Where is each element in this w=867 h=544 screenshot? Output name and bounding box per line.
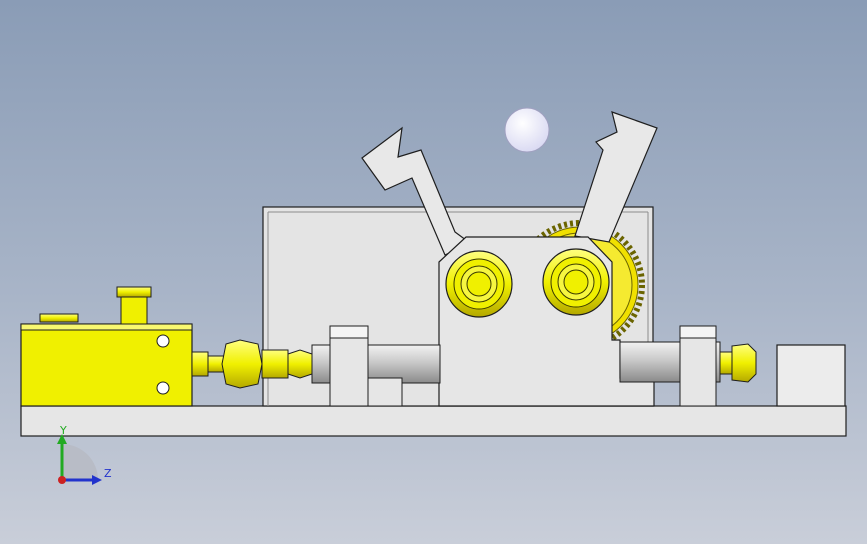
block-hole-upper [156,334,170,348]
sphere-indicator[interactable] [504,107,550,153]
right-push-rod[interactable] [619,325,757,407]
left-gripper-arm[interactable] [361,126,472,256]
y-axis-arrowhead [57,434,67,444]
right-pulley[interactable] [542,248,610,316]
right-stop-block[interactable] [776,344,846,407]
z-axis-arrowhead [92,475,102,485]
triad-origin [58,476,66,484]
block-hole-lower [156,381,170,395]
left-valve-block-top [20,323,193,331]
brass-connector[interactable] [191,339,313,389]
base-plate[interactable] [20,405,847,437]
top-fitting-port[interactable] [116,286,152,325]
triad-background-arc [62,444,98,480]
y-axis-label: Y [60,424,67,437]
left-pulley[interactable] [445,250,513,318]
left-push-rod[interactable] [311,325,441,407]
z-axis-label: Z [104,467,112,480]
coordinate-triad: Y Z [48,424,118,494]
right-gripper-arm[interactable] [574,111,658,243]
top-fitting-flat[interactable] [39,313,79,323]
